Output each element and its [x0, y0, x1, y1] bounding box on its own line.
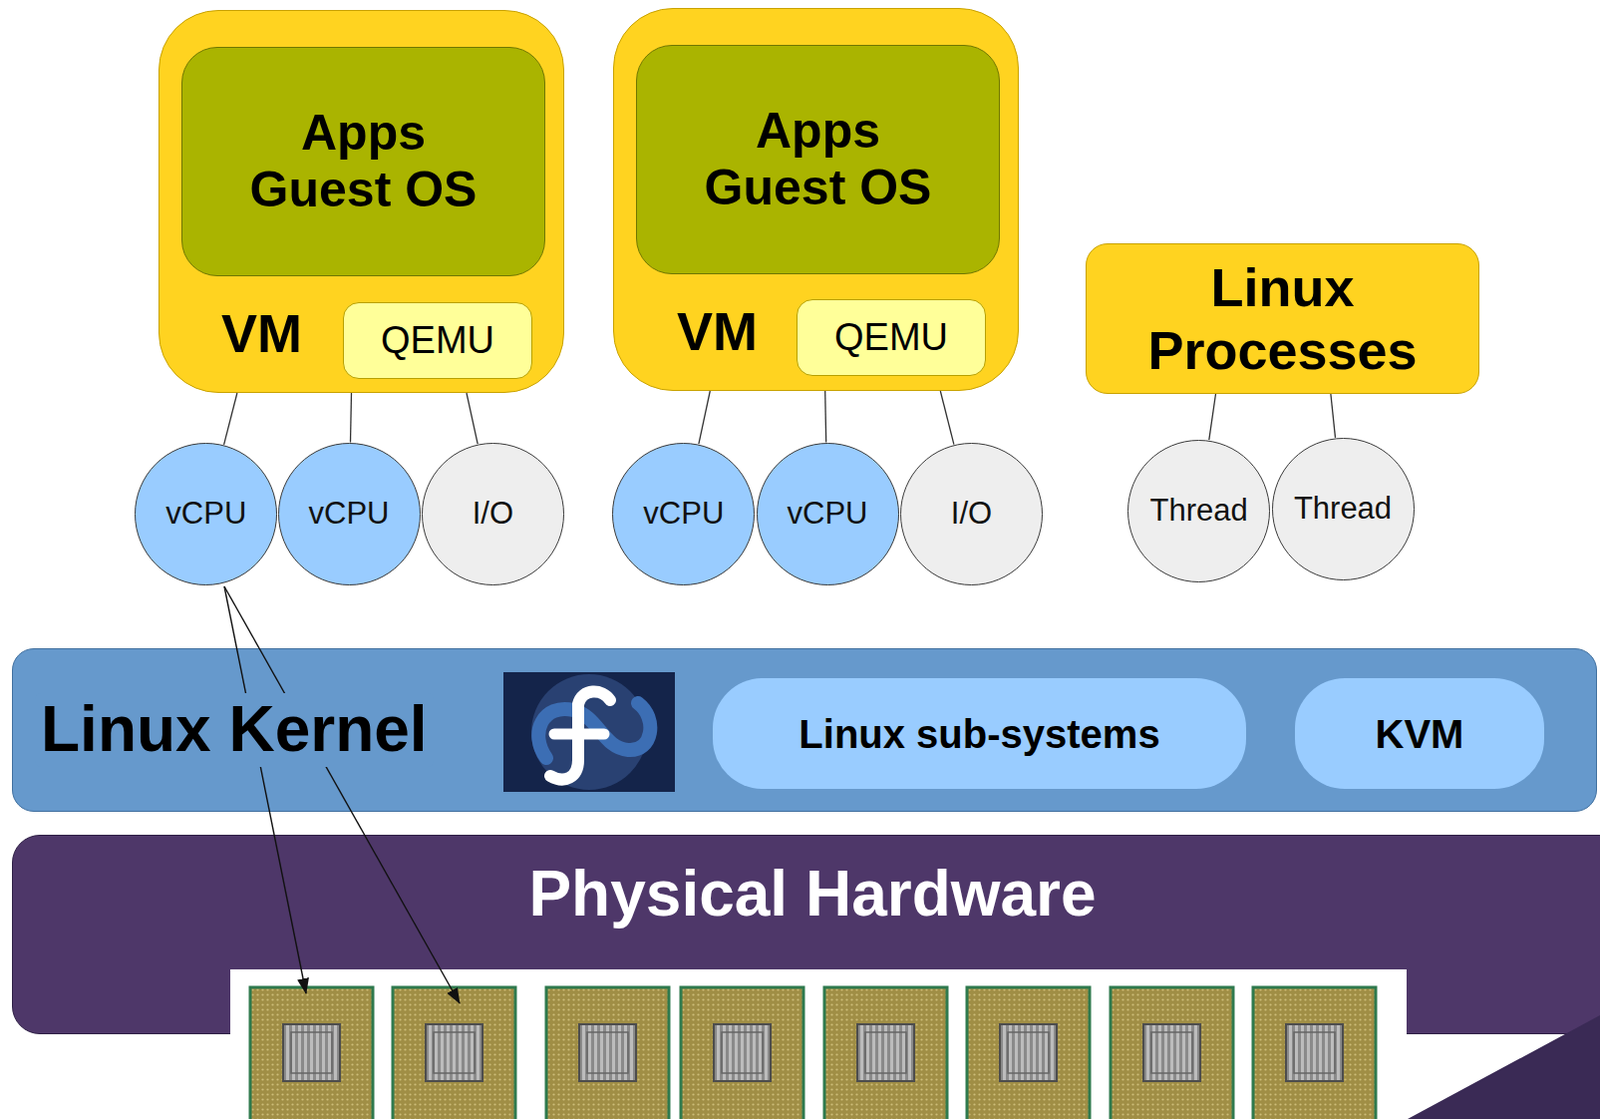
node-label: Linux sub-systems [798, 710, 1160, 757]
process-box: Linux Processes [1085, 243, 1480, 394]
connector-line [466, 392, 478, 444]
thread-circle: Thread [1127, 439, 1271, 583]
vm-box: VM Apps Guest OS QEMU [158, 9, 565, 393]
cpu-chip [824, 986, 948, 1119]
kvm-box: KVM [1294, 677, 1545, 789]
node-label: QEMU [380, 319, 495, 363]
connector-line [1330, 393, 1336, 438]
mapping-arrow [224, 586, 307, 993]
thread-circle: Thread [1272, 437, 1415, 581]
qemu-box: QEMU [796, 299, 986, 376]
vcpu-circle: vCPU [134, 442, 278, 586]
cpu-chip [1253, 986, 1376, 1119]
node-label: vCPU [309, 495, 390, 532]
node-label: Apps Guest OS [688, 102, 949, 218]
node-label: vCPU [165, 495, 247, 532]
connector-line [224, 392, 238, 445]
io-circle: I/O [900, 442, 1043, 586]
node-label: VM [676, 300, 758, 362]
mapping-arrow [224, 586, 460, 1003]
node-label: Linux Kernel [34, 692, 434, 767]
node-label: vCPU [787, 495, 869, 532]
node-label: QEMU [834, 316, 949, 360]
cpu-chip [392, 986, 516, 1119]
node-label: I/O [472, 495, 514, 532]
connector-line [940, 390, 955, 445]
logo-f-bar [554, 728, 605, 740]
vcpu-circle: vCPU [756, 442, 900, 586]
vcpu-circle: vCPU [612, 442, 755, 586]
connector-line [825, 390, 827, 443]
subsystem-box: Linux sub-systems [712, 677, 1247, 789]
cpu-panel [230, 968, 1407, 1119]
corner-shape [1407, 1014, 1600, 1119]
node-label: Apps Guest OS [234, 104, 494, 220]
connector-line [698, 390, 710, 444]
node-label: Linux Processes [1113, 256, 1453, 380]
node-label: VM [221, 302, 303, 364]
node-label: KVM [1375, 710, 1465, 757]
node-label: Thread [1293, 490, 1392, 527]
cpu-chip [966, 986, 1090, 1119]
io-circle: I/O [421, 442, 565, 586]
logo-f [550, 690, 611, 779]
kernel-band: Linux Kernel Linux sub-systems KVM [11, 647, 1598, 812]
qemu-box: QEMU [342, 302, 533, 379]
fedora-logo [503, 671, 675, 792]
cpu-chip [546, 986, 669, 1119]
logo-disc [531, 673, 647, 790]
vm-box: VM Apps Guest OS QEMU [613, 7, 1019, 391]
node-label: Thread [1150, 492, 1249, 529]
guest-box: Apps Guest OS [636, 44, 1000, 275]
connector-line [350, 392, 352, 443]
guest-box: Apps Guest OS [181, 46, 546, 277]
node-label: vCPU [642, 495, 724, 532]
connector-line [1209, 393, 1217, 440]
vcpu-circle: vCPU [278, 442, 421, 586]
logo-swirl [538, 702, 650, 758]
cpu-chip [250, 986, 373, 1119]
cpu-chip [1110, 986, 1234, 1119]
logo-ground [503, 671, 675, 792]
node-label: Physical Hardware [528, 857, 1096, 932]
node-label: I/O [951, 495, 992, 532]
cpu-chip [680, 986, 804, 1119]
